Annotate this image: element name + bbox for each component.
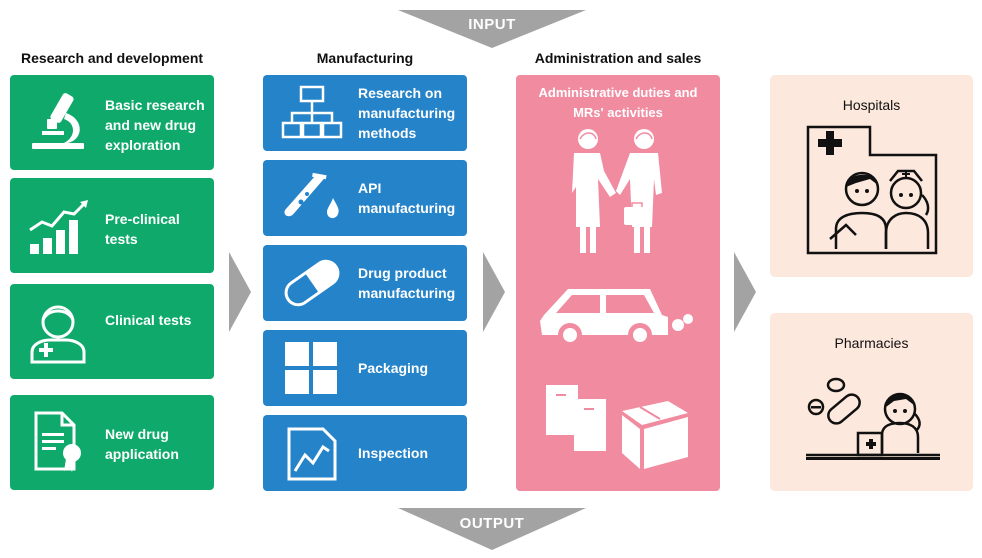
flowchart-icon (281, 85, 343, 139)
dest-hospitals: Hospitals (770, 75, 973, 277)
input-arrow: INPUT (398, 10, 586, 48)
dest-pharmacies: Pharmacies (770, 313, 973, 491)
certificate-document-icon (34, 411, 81, 472)
grid-boxes-icon (285, 342, 337, 394)
output-label: OUTPUT (459, 515, 525, 532)
mfg-label-packaging: Packaging (358, 360, 429, 376)
chevron-right-icon (229, 252, 251, 332)
rd-label-preclinical: Pre-clinical tests (105, 211, 180, 247)
mfg-card-research-methods: Research on manufacturing methods (263, 75, 467, 151)
rd-label-clinical: Clinical tests (105, 312, 192, 328)
output-arrow: OUTPUT (398, 508, 586, 550)
capsule-icon (284, 259, 340, 307)
input-label: INPUT (468, 16, 516, 33)
microscope-icon (32, 93, 84, 149)
mfg-column-title: Manufacturing (316, 50, 414, 66)
mfg-card-packaging: Packaging (263, 330, 467, 406)
handshake-people-icon (572, 129, 662, 253)
mfg-label-research-methods: Research on manufacturing methods (358, 85, 456, 141)
admin-column-title: Administration and sales (534, 50, 702, 66)
pharmacy-icon (806, 377, 940, 460)
line-graph-document-icon (287, 427, 337, 481)
hospitals-title: Hospitals (842, 97, 901, 113)
mfg-label-api: API manufacturing (358, 180, 456, 216)
rd-card-new-drug-application: New drug application (10, 395, 214, 490)
input-arrow-shape (398, 10, 586, 48)
bar-chart-rising-icon (29, 200, 88, 254)
doctor-icon (30, 305, 86, 364)
rd-card-clinical: Clinical tests (10, 284, 214, 379)
rd-column-title: Research and development (20, 50, 204, 66)
admin-card: Administrative duties and MRs' activitie… (516, 75, 720, 491)
car-icon (540, 289, 693, 347)
mfg-label-drug-product: Drug product manufacturing (358, 265, 456, 301)
rd-label-basic-research: Basic research and new drug exploration (105, 97, 205, 153)
admin-subtitle: Administrative duties and MRs' activitie… (538, 85, 698, 120)
pharmacies-title: Pharmacies (834, 335, 909, 351)
test-tube-icon (284, 172, 339, 219)
chevron-right-icon (734, 252, 756, 332)
hospital-icon (806, 125, 938, 255)
rd-card-preclinical: Pre-clinical tests (10, 178, 214, 273)
output-arrow-shape (398, 508, 586, 550)
mfg-label-inspection: Inspection (358, 445, 429, 461)
rd-label-new-drug-application: New drug application (105, 426, 179, 462)
boxes-icon (546, 385, 688, 469)
rd-card-basic-research: Basic research and new drug exploration (10, 75, 214, 170)
mfg-card-inspection: Inspection (263, 415, 467, 491)
chevron-right-icon (483, 252, 505, 332)
mfg-card-api: API manufacturing (263, 160, 467, 236)
mfg-card-drug-product: Drug product manufacturing (263, 245, 467, 321)
